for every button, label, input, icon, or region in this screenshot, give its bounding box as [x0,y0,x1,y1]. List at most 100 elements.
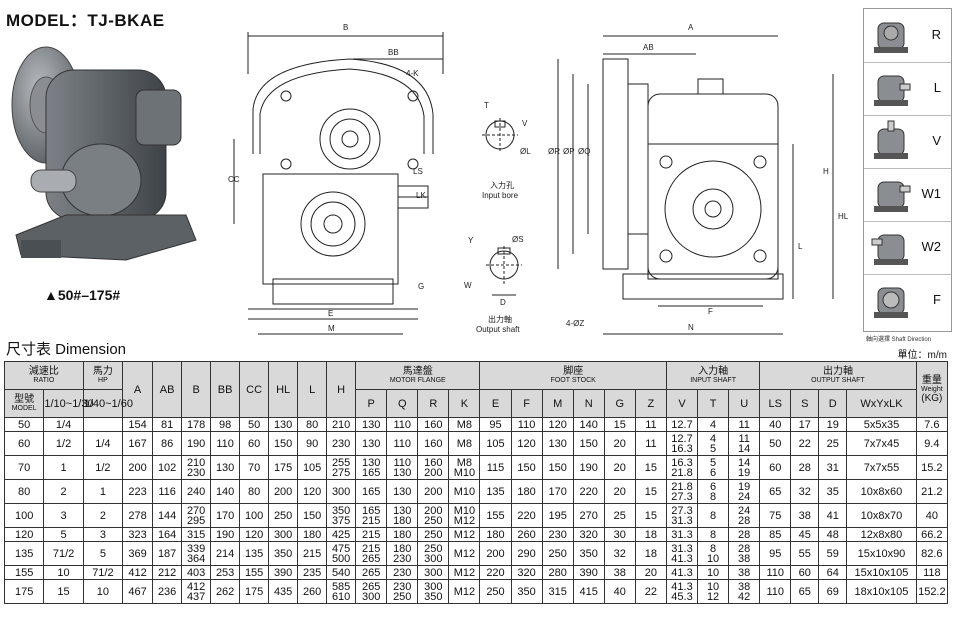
table-cell: 38 [790,503,820,528]
table-cell: 390 [572,565,605,580]
table-cell: 38 [603,565,636,580]
table-cell: 11 [634,431,667,456]
dim-n: N [688,323,694,332]
table-cell: M12 [448,579,481,604]
table-cell: 30 [603,527,636,542]
table-cell: 5 [82,541,124,566]
table-cell: 425 [326,527,357,542]
table-cell: 3 [82,527,124,542]
table-cell: 170 [541,479,574,504]
dim-w: W [464,281,472,290]
table-cell: 300 [417,565,450,580]
table-cell: 170 [210,503,241,528]
table-cell: 214 [210,541,241,566]
table-cell: 15 [634,479,667,504]
col-hl: HL [268,361,299,418]
table-cell: 369 [122,541,154,566]
table-cell: 270 [572,503,605,528]
dim-bb: BB [388,48,399,57]
gearbox-v-icon [874,120,908,159]
table-cell: 155 [479,503,512,528]
table-cell: 250 [268,503,299,528]
table-cell: 40 [915,503,949,528]
col-wxyxlk: WxYxLK [846,389,917,418]
table-cell: 59 [818,541,848,566]
table-cell: M8 [448,417,481,432]
table-cell: 250 [541,541,574,566]
table-cell: 300 [268,527,299,542]
table-cell: 60 [3,431,45,456]
table-cell: 17 [790,417,820,432]
table-cell: 167 [122,431,154,456]
table-cell: 18 [634,527,667,542]
dim-hl: HL [838,212,849,221]
col-v: V [665,389,699,418]
dimension-title: 尺寸表 Dimension [6,341,127,358]
table-cell: 50 [239,417,270,432]
table-cell: 95 [479,417,512,432]
table-cell: M12 [448,541,481,566]
table-cell: 116 [152,479,183,504]
table-cell: 45 [790,527,820,542]
table-cell: 10x8x60 [846,479,917,504]
table-cell: 223 [122,479,154,504]
table-cell: 85 [759,527,792,542]
table-cell: 10 [43,565,84,580]
dim-ls: LS [413,167,423,176]
input-bore-en: Input bore [482,191,519,200]
gearbox-f-icon [874,287,908,318]
table-cell: 15.2 [915,455,949,480]
table-cell: 28 [728,527,761,542]
table-cell: 98 [210,417,241,432]
model-range: ▲50#–175# [44,287,121,303]
table-cell: 190 [181,431,212,456]
table-cell: 178 [181,417,212,432]
table-cell: 180 [510,479,543,504]
table-cell: 1 [82,479,124,504]
table-cell: 300 [326,479,357,504]
table-cell: 164 [152,527,183,542]
table-cell: 130 [355,431,388,456]
table-cell: 180 [297,527,328,542]
table-cell: 278 [122,503,154,528]
table-cell: 110 [386,417,419,432]
bore-shaft-detail: T V ØL 入力孔 Input bore Y ØS W D 出力軸 Outpu… [464,101,531,334]
table-cell: 135 [479,479,512,504]
table-cell: 1/4 [82,431,124,456]
table-cell: 12.7 [665,417,699,432]
table-cell: 80 [3,479,45,504]
table-cell: 75 [759,503,792,528]
table-cell: 155 [3,565,45,580]
table-cell: 150 [572,431,605,456]
table-cell: 60 [759,455,792,480]
table-cell: 260 [510,527,543,542]
output-shaft-en: Output shaft [476,325,520,334]
table-cell: 118 [915,565,949,580]
col-r: R [417,389,450,418]
direction-r: R [864,9,951,63]
table-cell: 86 [152,431,183,456]
table-cell: 350 [268,541,299,566]
dim-f: F [708,307,713,316]
table-cell: 140 [210,479,241,504]
col-n: N [572,389,605,418]
table-cell: 320 [572,527,605,542]
dim-a: A [688,23,694,32]
table-cell: 235 [297,565,328,580]
table-cell: 110 [210,431,241,456]
